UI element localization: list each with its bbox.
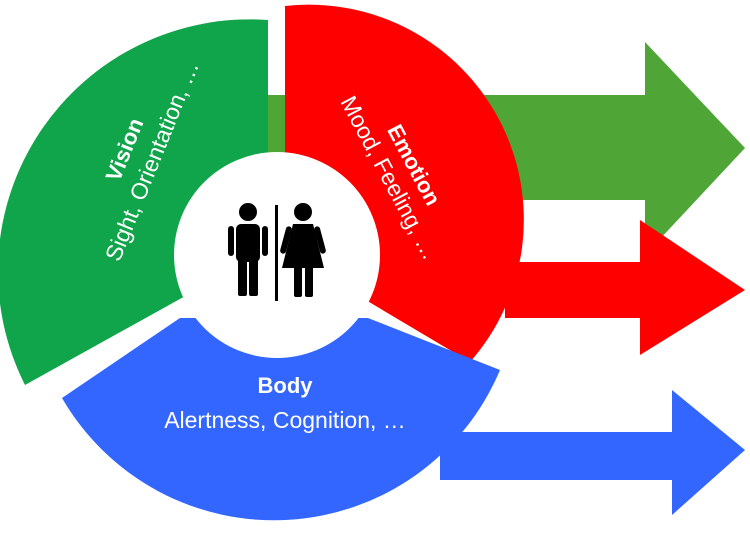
body-segment (62, 318, 500, 521)
blue-arrow (440, 390, 745, 515)
body-title: Body (258, 373, 314, 398)
vision-segment (0, 19, 268, 385)
body-subtitle: Alertness, Cognition, … (164, 407, 406, 433)
red-arrow (505, 220, 745, 355)
restroom-people-icon (228, 203, 326, 301)
